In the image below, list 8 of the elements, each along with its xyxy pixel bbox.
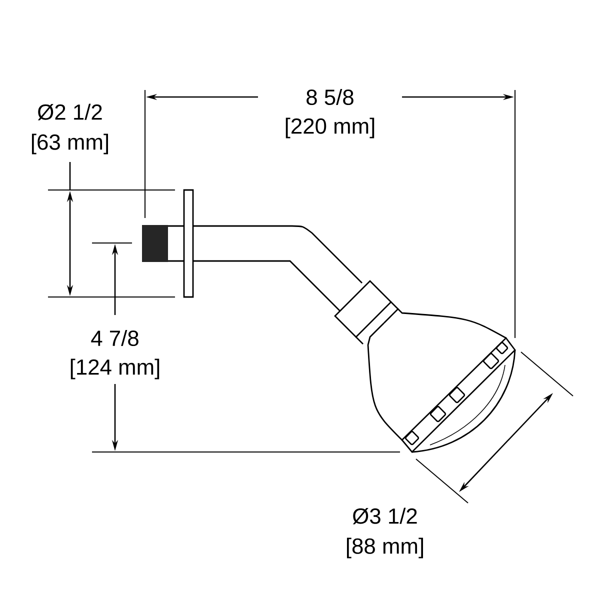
- dimension-text: 4 7/8: [91, 330, 138, 346]
- dimension-text: [220 mm]: [286, 118, 374, 138]
- dimension-text: Ø3 1/2: [352, 508, 417, 524]
- dimension-text: 8 5/8: [306, 88, 354, 106]
- dimension-text: [88 mm]: [346, 538, 423, 558]
- dimension-text: Ø2 1/2: [38, 104, 102, 120]
- dimension-text: [124 mm]: [70, 358, 160, 380]
- dimension-text: [63 mm]: [32, 134, 108, 154]
